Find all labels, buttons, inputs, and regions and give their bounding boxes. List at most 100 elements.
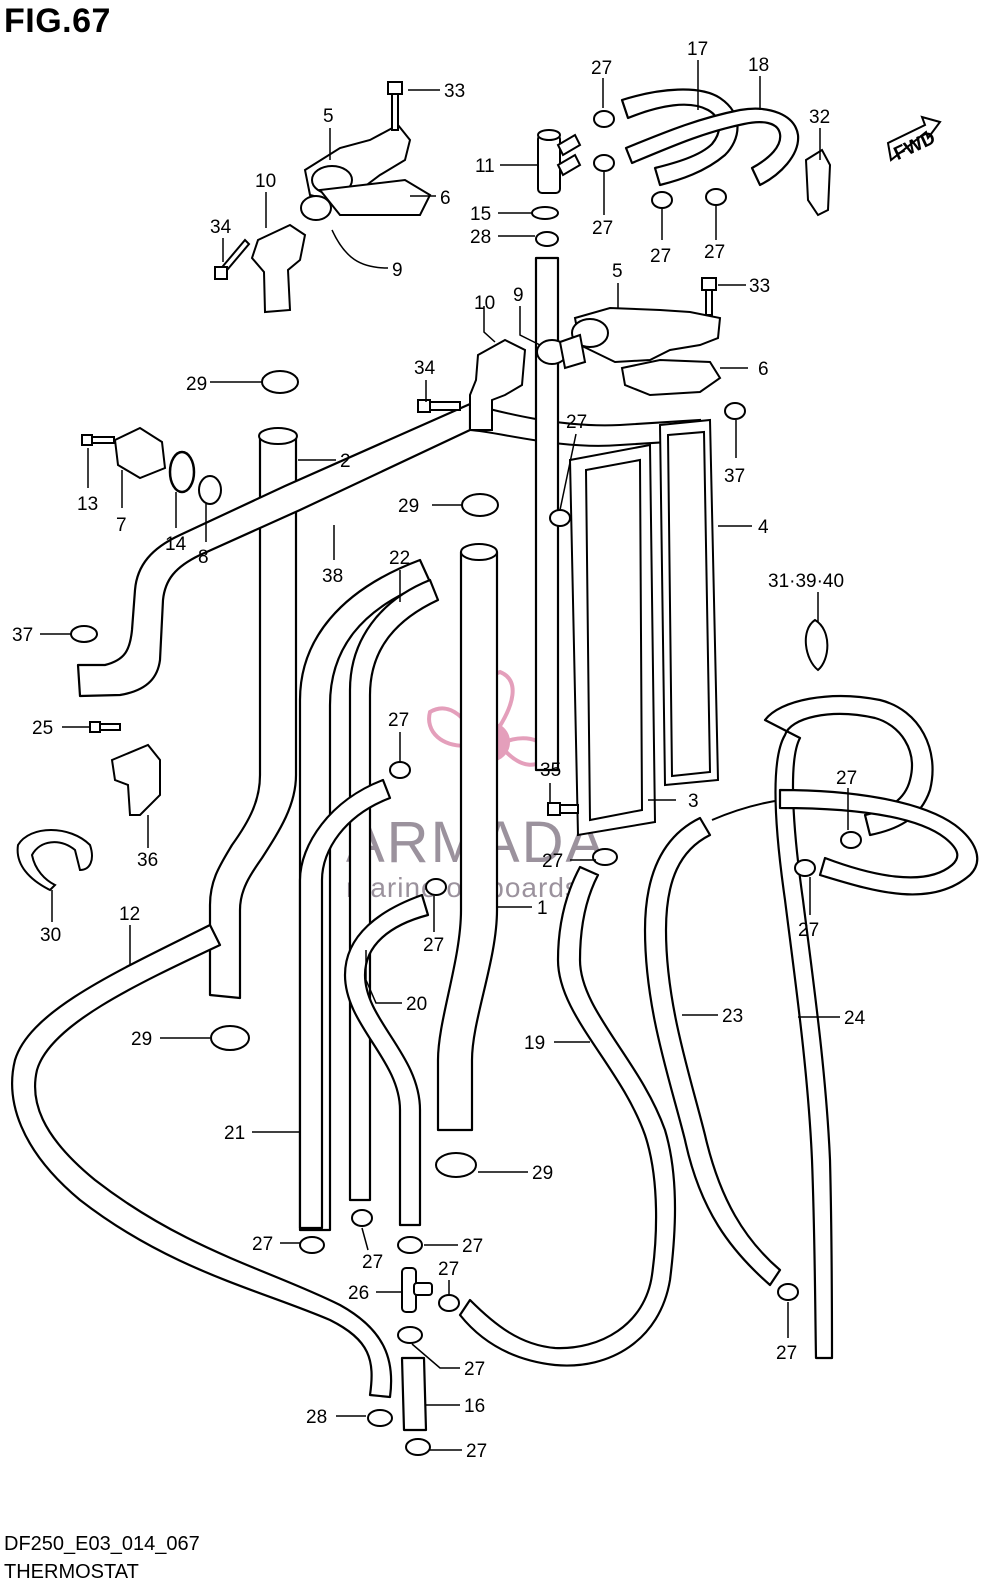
t-joint-26	[401, 1267, 433, 1313]
housing-10-right	[469, 338, 527, 431]
hose-22-pipe	[348, 578, 440, 1202]
callout-36: 36	[137, 850, 158, 871]
hose-12	[11, 923, 393, 1399]
callout-9: 9	[513, 285, 524, 306]
callout-33: 33	[749, 276, 770, 297]
o-ring-14	[168, 450, 196, 494]
clip-31	[804, 618, 829, 672]
callout-5: 5	[323, 106, 334, 127]
callout-22: 22	[389, 548, 410, 569]
callout-10: 10	[474, 293, 495, 314]
hose-24-branch	[778, 788, 979, 896]
callout-13: 13	[77, 494, 98, 515]
thermostat-9-upper	[300, 195, 332, 221]
bolt-34-upper	[214, 238, 251, 280]
callout-38: 38	[322, 566, 343, 587]
hose-2-end	[258, 427, 298, 445]
bolt-34-right	[417, 399, 461, 413]
callout-27: 27	[776, 1343, 797, 1364]
bracket-36	[89, 721, 161, 816]
callout-2: 2	[340, 451, 351, 472]
callout-24: 24	[844, 1008, 866, 1029]
clamp-32	[804, 148, 832, 217]
callout-14: 14	[165, 534, 187, 555]
callout-27: 27	[650, 246, 671, 267]
callout-27: 27	[464, 1359, 485, 1380]
callout-15: 15	[470, 204, 491, 225]
thermostat-cover-5-upper	[303, 123, 432, 216]
callout-27: 27	[388, 710, 409, 731]
anode-8	[198, 475, 222, 505]
callout-26: 26	[348, 1283, 369, 1304]
callout-23: 23	[722, 1006, 743, 1027]
figure-title: FIG.67	[4, 2, 111, 40]
clamps	[70, 110, 862, 1456]
fitting-11	[537, 129, 582, 194]
callout-27: 27	[423, 935, 444, 956]
callout-6: 6	[440, 188, 451, 209]
callout-6: 6	[758, 359, 769, 380]
housing-10-upper	[250, 223, 307, 314]
hose-2	[208, 434, 298, 1000]
callout-4: 4	[758, 517, 769, 538]
callout-10: 10	[255, 171, 276, 192]
callout-30: 30	[40, 925, 61, 946]
hose-16	[400, 1356, 428, 1432]
callout-27: 27	[592, 218, 613, 239]
callout-27: 27	[362, 1252, 383, 1273]
callout-28: 28	[306, 1407, 327, 1428]
hose-24	[763, 694, 934, 1360]
callout-12: 12	[119, 904, 140, 925]
clamp-30	[16, 829, 93, 892]
callout-27: 27	[798, 920, 819, 941]
hose-17	[620, 88, 739, 187]
hose-1-end	[460, 543, 498, 561]
callout-34: 34	[414, 358, 436, 379]
cover-3	[568, 443, 657, 837]
bolt-35	[547, 802, 579, 816]
callout-27: 27	[252, 1234, 273, 1255]
callout-20: 20	[406, 994, 427, 1015]
thermostat-9-right	[536, 333, 587, 370]
callout-29: 29	[186, 374, 207, 395]
pipe-vertical	[534, 256, 560, 772]
callout-25: 25	[32, 718, 53, 739]
hose-19	[458, 865, 677, 1367]
pipe-38	[76, 402, 472, 698]
callout-21: 21	[224, 1123, 245, 1144]
thermostat-cover-5-right	[571, 306, 722, 364]
callout-29: 29	[532, 1163, 553, 1184]
leader-lines	[40, 60, 849, 1451]
hose-18	[624, 107, 800, 187]
gasket-6-right	[620, 358, 722, 397]
callout-27: 27	[466, 1441, 487, 1462]
bolt-33-right	[701, 277, 717, 316]
callout-28: 28	[470, 227, 491, 248]
callout-3: 3	[688, 791, 699, 812]
callout-27: 27	[438, 1259, 459, 1280]
callout-27: 27	[542, 851, 563, 872]
cap-7	[81, 426, 167, 480]
figure-caption: THERMOSTAT	[4, 1561, 139, 1583]
callout-29: 29	[131, 1029, 152, 1050]
fwd-arrow-icon: FWD	[886, 115, 942, 165]
callout-33: 33	[444, 81, 465, 102]
callout-37: 37	[12, 625, 33, 646]
callout-34: 34	[210, 217, 232, 238]
callout-16: 16	[464, 1396, 485, 1417]
callout-5: 5	[612, 261, 623, 282]
callout-7: 7	[116, 515, 127, 536]
gasket-4	[658, 418, 720, 787]
bolt-33-upper	[387, 81, 403, 131]
callout-29: 29	[398, 496, 419, 517]
callout-27: 27	[591, 58, 612, 79]
hose-21-upper	[298, 778, 392, 1230]
callout-18: 18	[748, 55, 769, 76]
callout-27: 27	[704, 242, 725, 263]
callout-labels: 33 5 10 6 34 9 27 17 18 3 2 11 15 28 27 2…	[12, 39, 866, 1462]
callout-17: 17	[687, 39, 708, 60]
callout-19: 19	[524, 1033, 545, 1054]
callout-31-39-40: 31·39·40	[768, 571, 844, 592]
callout-11: 11	[475, 156, 495, 177]
